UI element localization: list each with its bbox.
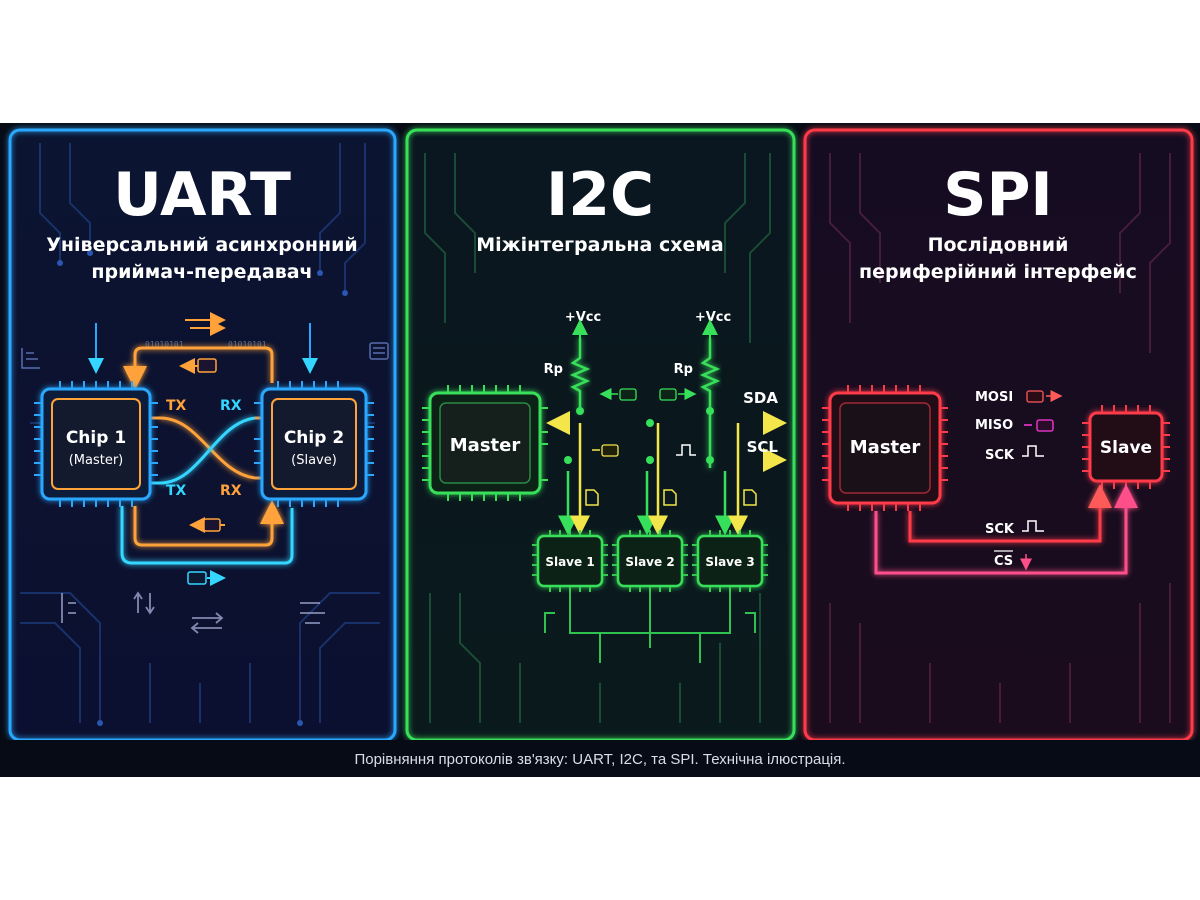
i2c-rp-right: Rp <box>674 362 693 377</box>
i2c-pullup-left: +Vcc Rp <box>544 310 601 413</box>
i2c-slave-1-label: Slave 1 <box>545 555 594 569</box>
uart-chip2: Chip 2 (Slave) <box>254 381 374 507</box>
uart-binary-left: 01010101 <box>145 340 184 349</box>
spi-sck-label: SCK <box>985 448 1015 463</box>
uart-rx-to-tx-line <box>159 416 256 485</box>
diagram-canvas: UART Універсальний асинхронний приймач-п… <box>0 128 1200 777</box>
i2c-resistor-left <box>569 338 591 413</box>
spi-cs-line: CS <box>874 484 1138 575</box>
i2c-vcc-left: +Vcc <box>565 310 601 325</box>
i2c-title: I2C <box>546 160 654 230</box>
i2c-slave-drops <box>558 423 748 536</box>
uart-chip1-tx-label: TX <box>166 398 187 414</box>
i2c-slave-1: Slave 1 <box>532 530 608 592</box>
uart-trace-pads <box>57 250 348 726</box>
spi-cs-label: CS <box>994 554 1013 569</box>
i2c-clock-pulse <box>676 444 696 456</box>
uart-decor-icons <box>21 342 389 369</box>
spi-miso-label: MISO <box>975 418 1013 433</box>
uart-chip1-role: (Master) <box>69 453 124 468</box>
uart-chip1-name: Chip 1 <box>66 428 126 448</box>
uart-packet-icon-bottom <box>187 517 226 586</box>
spi-title: SPI <box>943 160 1053 230</box>
caption: Порівняння протоколів зв'язку: UART, I2C… <box>354 751 846 768</box>
uart-bottom-glyphs <box>61 591 325 634</box>
uart-binary-right: 01010101 <box>228 340 267 349</box>
spi-panel: SPI Послідовний периферійний інтерфейс M… <box>803 128 1194 742</box>
uart-subtitle-line1: Універсальний асинхронний <box>46 234 358 256</box>
uart-panel: UART Універсальний асинхронний приймач-п… <box>8 128 397 742</box>
i2c-slave-2-label: Slave 2 <box>625 555 674 569</box>
spi-sck-line: SCK <box>948 445 1081 478</box>
uart-chip1: Chip 1 (Master) <box>34 381 158 507</box>
spi-miso-line: MISO <box>947 418 1080 447</box>
spi-mosi-line: MOSI <box>948 390 1081 420</box>
uart-lower-loop-wire-cyan <box>120 506 294 565</box>
i2c-subtitle: Міжінтегральна схема <box>476 234 723 256</box>
i2c-master-label: Master <box>450 435 521 456</box>
i2c-vcc-right: +Vcc <box>695 310 731 325</box>
i2c-background-traces <box>424 153 771 723</box>
i2c-rp-left: Rp <box>544 362 563 377</box>
i2c-slave-2: Slave 2 <box>612 530 688 592</box>
i2c-pullup-right: +Vcc Rp <box>674 310 731 468</box>
uart-tx-to-rx-line <box>159 416 256 480</box>
i2c-slave-3-label: Slave 3 <box>705 555 754 569</box>
spi-master-chip: Master <box>822 385 948 511</box>
spi-master-label: Master <box>850 437 921 458</box>
caption-band <box>0 740 1200 777</box>
uart-subtitle-line2: приймач-передавач <box>91 261 312 283</box>
uart-chip2-rx-label: RX <box>220 398 242 414</box>
uart-top-arrows <box>185 312 226 336</box>
i2c-scl-label: SCL <box>747 438 779 456</box>
spi-background-traces <box>829 153 1171 723</box>
uart-lower-loop-wire-orange <box>133 500 284 547</box>
i2c-resistor-right <box>699 338 721 468</box>
uart-packet-icon-top <box>179 358 217 374</box>
i2c-master-chip: Master <box>422 385 548 501</box>
spi-subtitle-line1: Послідовний <box>928 234 1069 256</box>
i2c-bottom-grid <box>544 592 756 663</box>
spi-slave-label: Slave <box>1100 438 1152 458</box>
i2c-sda-label: SDA <box>743 389 778 407</box>
uart-title: UART <box>113 160 291 230</box>
spi-mosi-label: MOSI <box>975 390 1013 405</box>
i2c-slave-3: Slave 3 <box>692 530 768 592</box>
i2c-scl-bus: SCL <box>552 438 787 473</box>
spi-slave-chip: Slave <box>1082 405 1170 489</box>
i2c-panel: I2C Міжінтегральна схема +Vcc Rp +Vcc Rp… <box>405 128 796 742</box>
spi-sck-return-label: SCK <box>985 522 1015 537</box>
uart-chip2-tx-label: RX <box>220 483 242 499</box>
spi-sck-return-loop: SCK <box>908 484 1112 543</box>
uart-chip1-rx-label: TX <box>166 483 187 499</box>
uart-upper-loop-wire <box>123 346 274 390</box>
spi-subtitle-line2: периферійний інтерфейс <box>859 261 1137 283</box>
uart-chip2-role: (Slave) <box>291 453 337 468</box>
i2c-document-icons <box>585 489 757 506</box>
infographic: UART Універсальний асинхронний приймач-п… <box>0 123 1200 777</box>
spi-sck-clock-pulse <box>1022 445 1044 457</box>
uart-chip2-name: Chip 2 <box>284 428 344 448</box>
